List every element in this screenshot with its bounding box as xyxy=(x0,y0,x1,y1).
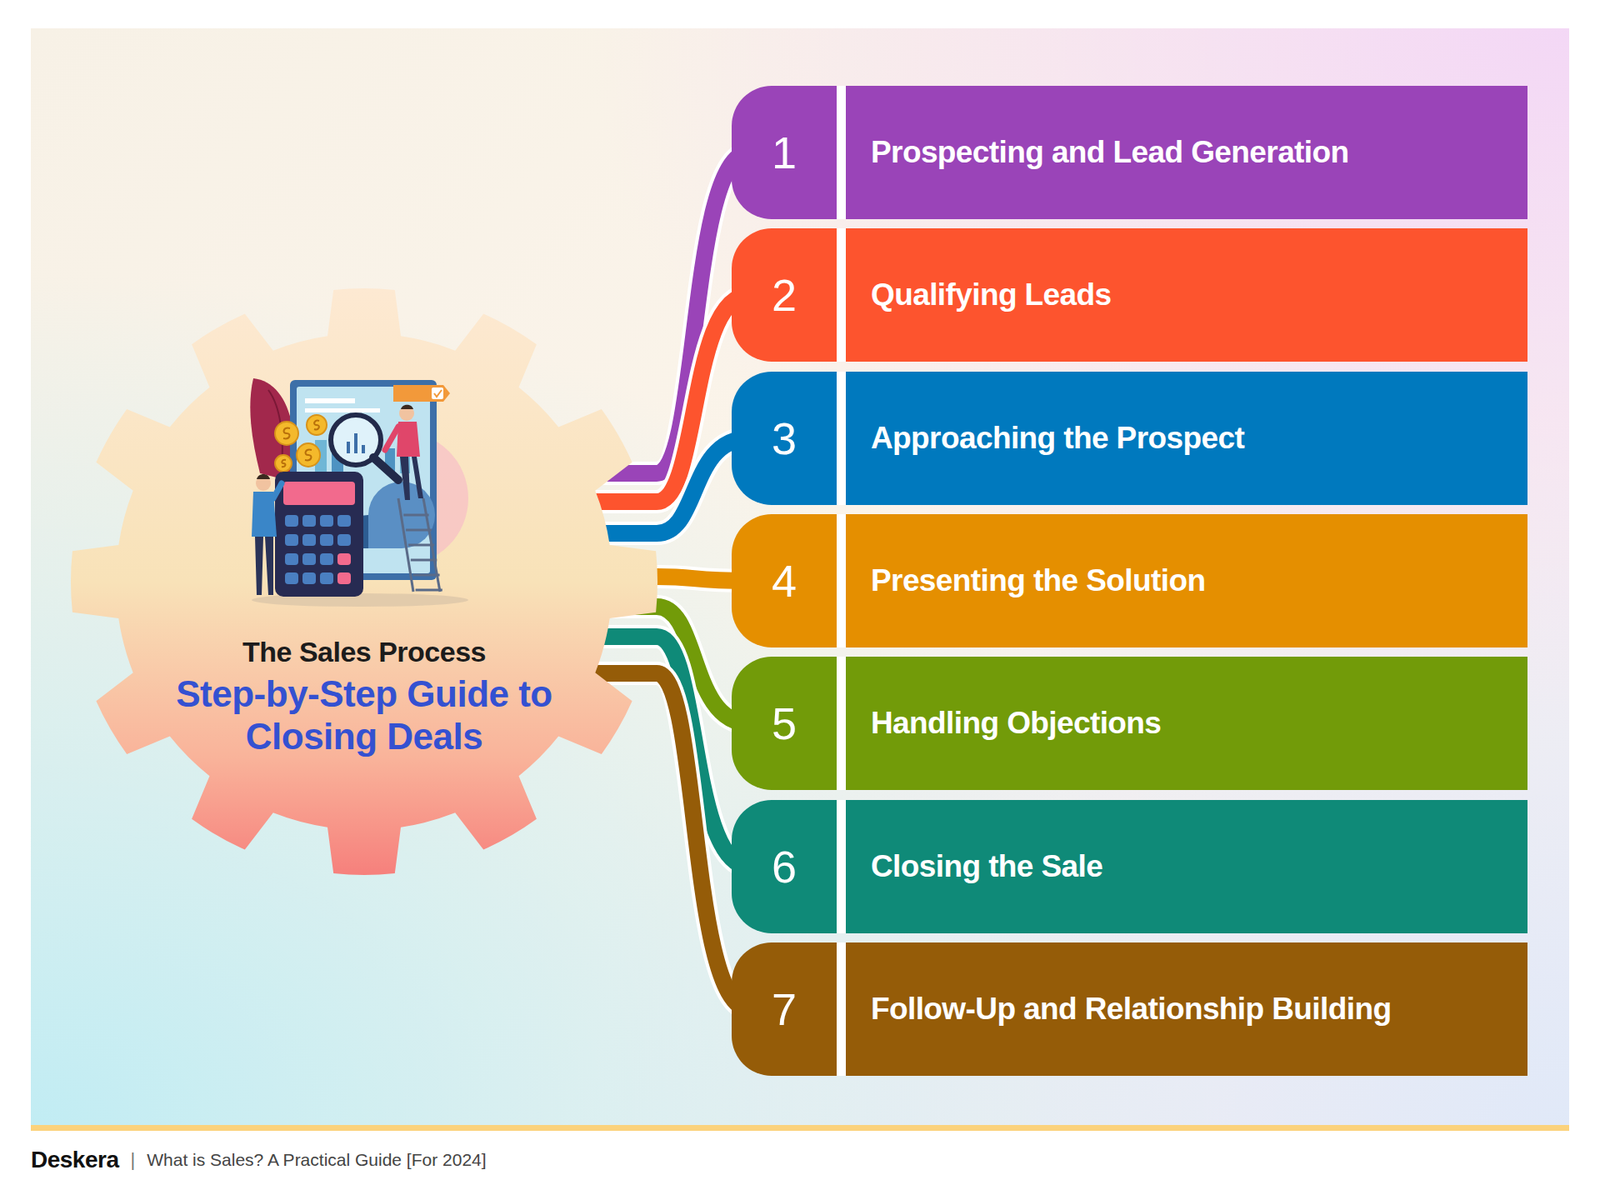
step-number: 6 xyxy=(731,800,837,934)
gear-outline xyxy=(70,288,658,875)
step-band: 3Approaching the Prospect xyxy=(731,371,1528,505)
step-label: Handling Objections xyxy=(870,656,1508,790)
step-label: Follow-Up and Relationship Building xyxy=(870,942,1508,1076)
step-band: 7Follow-Up and Relationship Building xyxy=(731,942,1528,1076)
step-number: 7 xyxy=(731,942,837,1076)
brand-logo: Deskera xyxy=(30,1146,119,1174)
step-number: 3 xyxy=(731,371,837,505)
step-label: Qualifying Leads xyxy=(870,228,1508,362)
gear-shape xyxy=(68,285,660,878)
band-divider xyxy=(836,371,846,505)
step-label: Approaching the Prospect xyxy=(870,371,1508,505)
band-divider xyxy=(836,85,846,220)
gear-heading: The Sales Process xyxy=(147,635,581,669)
step-number: 1 xyxy=(731,85,837,220)
band-divider xyxy=(836,514,846,648)
step-band: 4Presenting the Solution xyxy=(731,514,1528,648)
band-divider xyxy=(836,800,846,934)
band-divider xyxy=(836,942,846,1076)
sales-illustration xyxy=(235,373,485,611)
gear-subheading: Step-by-Step Guide to Closing Deals xyxy=(155,673,573,758)
source-caption: What is Sales? A Practical Guide [For 20… xyxy=(146,1150,486,1170)
footer-rule xyxy=(30,1125,1570,1131)
step-number: 5 xyxy=(731,656,837,790)
band-divider xyxy=(836,656,846,790)
step-band: 2Qualifying Leads xyxy=(731,228,1528,362)
gear-node: The Sales ProcessStep-by-Step Guide to C… xyxy=(68,285,660,878)
step-number: 4 xyxy=(731,514,837,648)
step-label: Presenting the Solution xyxy=(870,514,1508,648)
band-divider xyxy=(836,228,846,362)
step-label: Closing the Sale xyxy=(870,800,1508,934)
step-band: 6Closing the Sale xyxy=(731,800,1528,934)
step-label: Prospecting and Lead Generation xyxy=(870,85,1508,220)
step-band: 1Prospecting and Lead Generation xyxy=(731,85,1528,220)
gear-text-block: The Sales ProcessStep-by-Step Guide to C… xyxy=(147,635,581,758)
separator: | xyxy=(130,1149,135,1171)
step-number: 2 xyxy=(731,228,837,362)
step-band: 5Handling Objections xyxy=(731,656,1528,790)
footer: Deskera | What is Sales? A Practical Guide… xyxy=(30,1143,487,1177)
